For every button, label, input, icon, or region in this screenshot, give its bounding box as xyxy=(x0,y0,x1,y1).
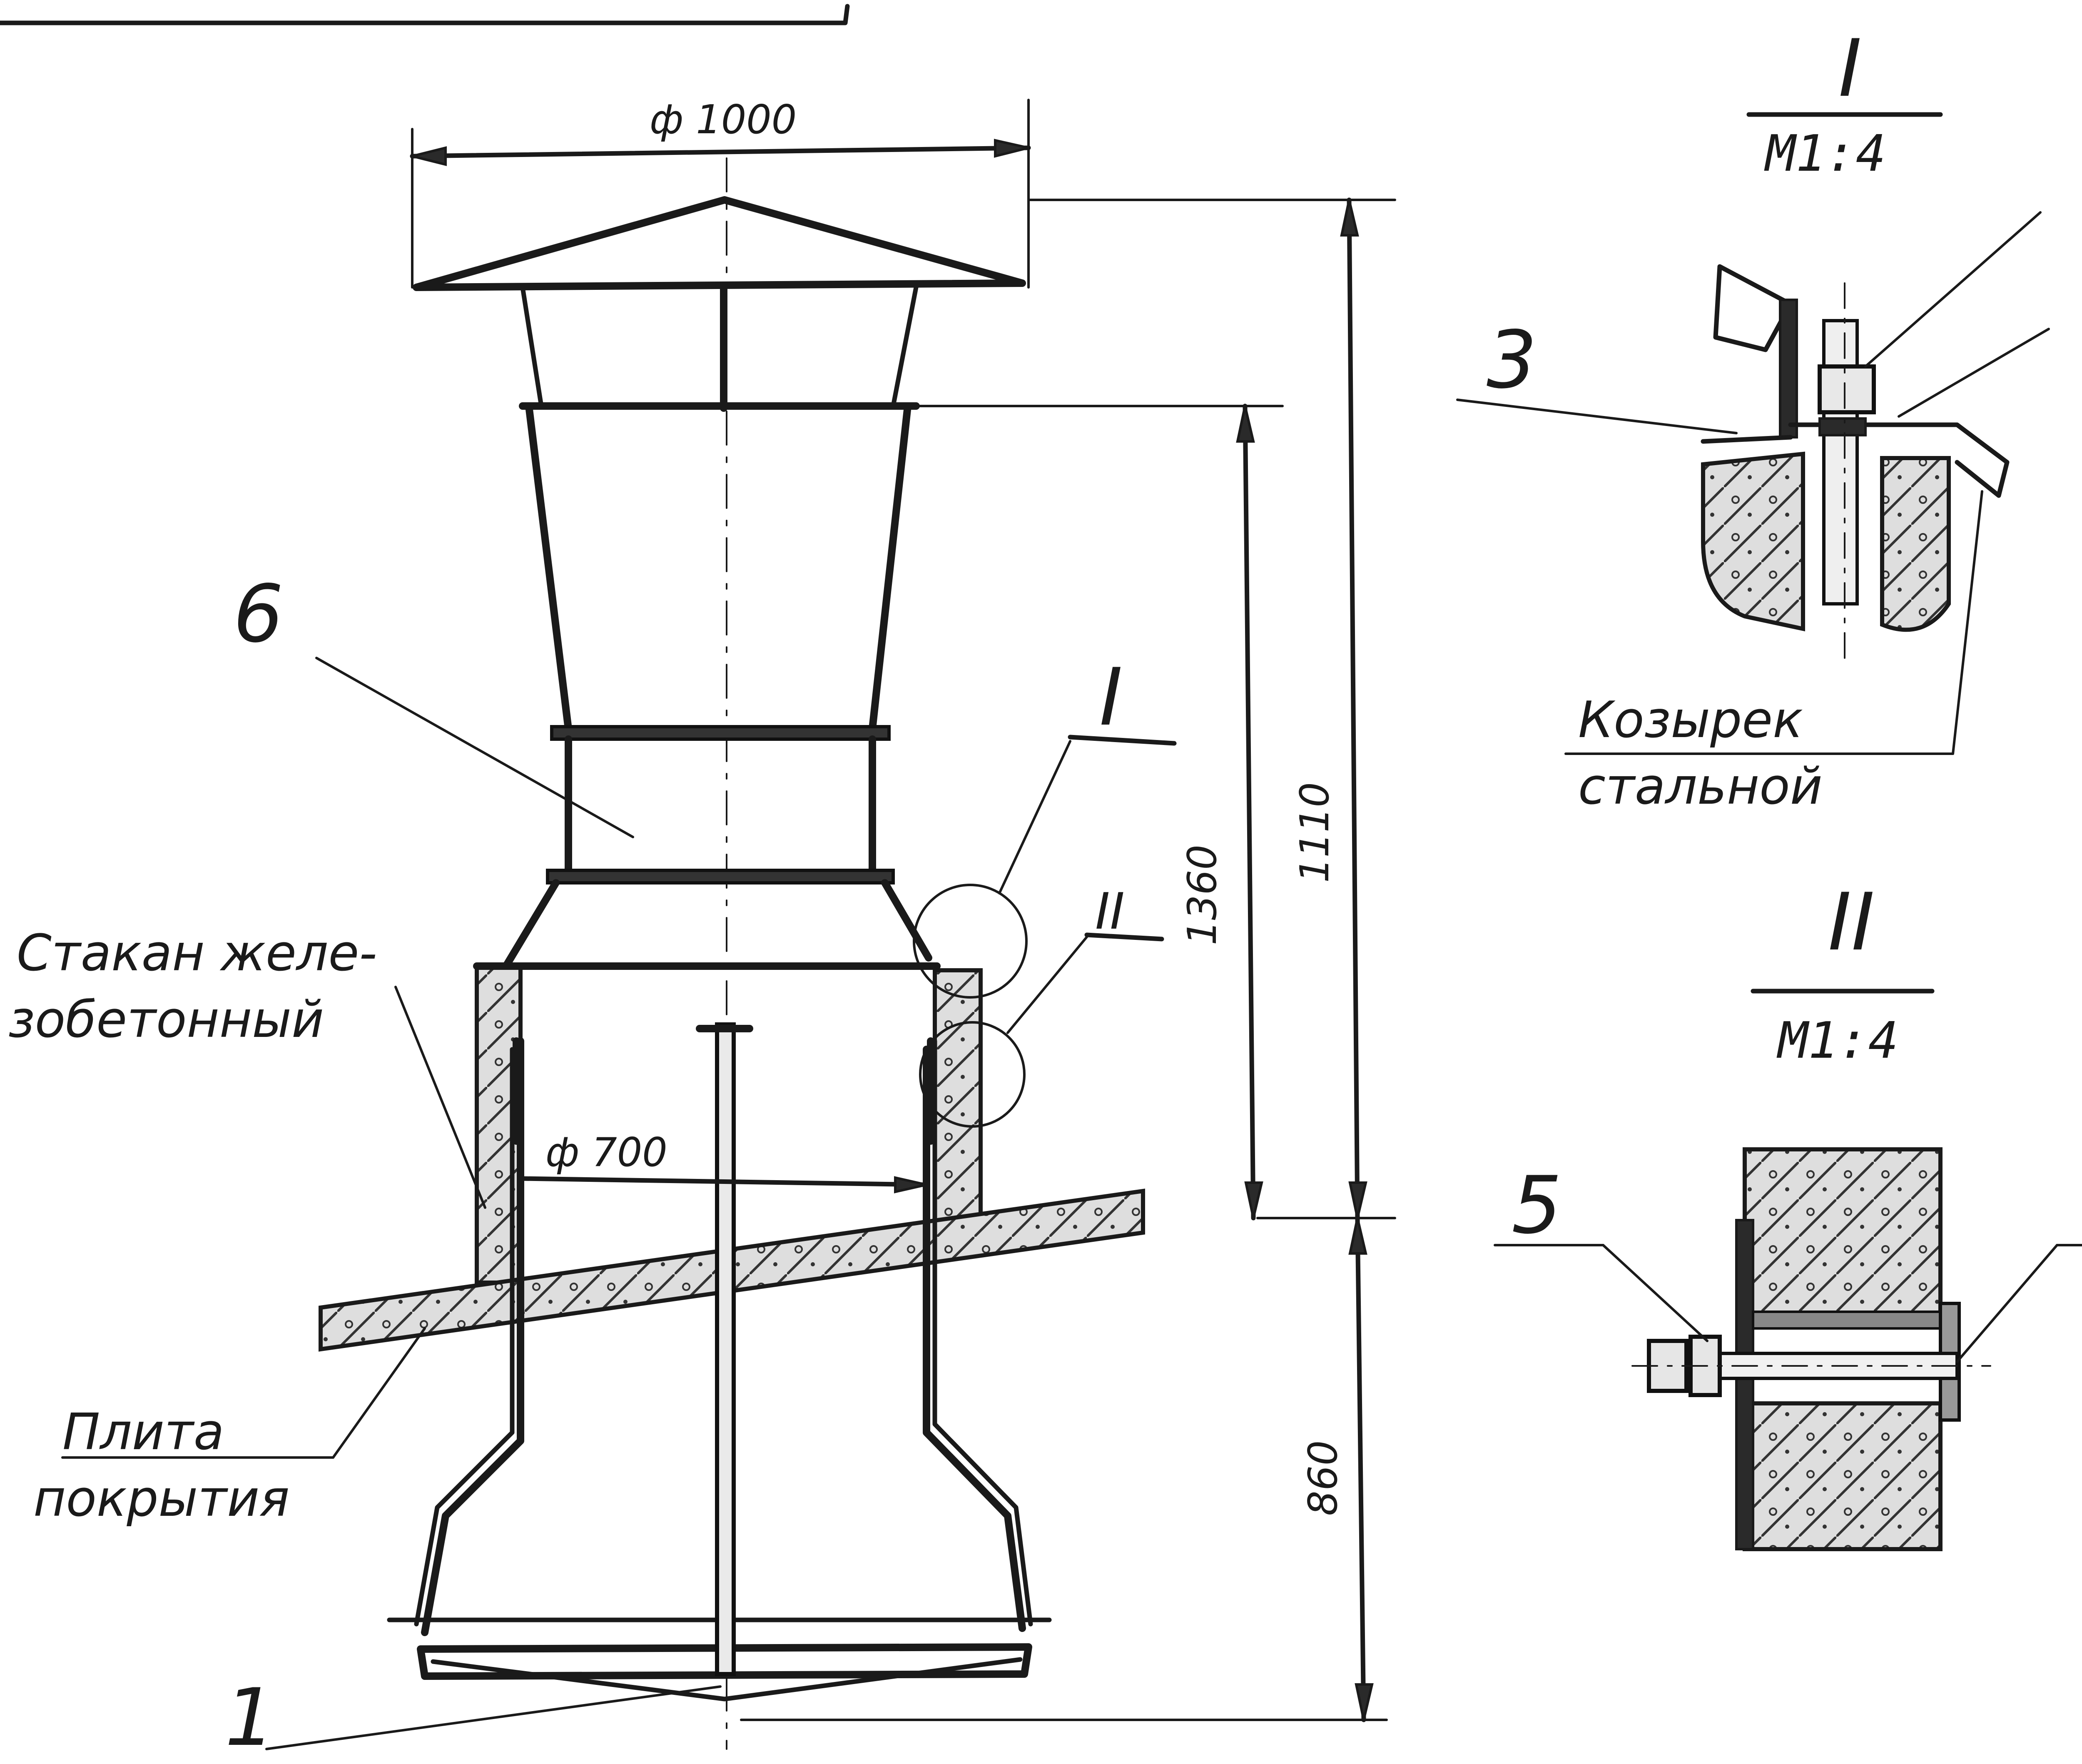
dim-total-height: 1110 xyxy=(1027,197,1396,1221)
leader-II-bar xyxy=(1084,932,1164,942)
label-slab: Плита покрытия xyxy=(33,1327,426,1528)
leader-1 xyxy=(265,1685,722,1750)
pipe-neck xyxy=(565,735,876,876)
detail-I-scale: М1:4 xyxy=(1764,125,1886,183)
shell-right xyxy=(923,1046,1026,1632)
transition-cone xyxy=(502,879,932,970)
main-view: ф 1000 ф 700 1360 1110 xyxy=(8,97,1396,1764)
callout-mark-I: I xyxy=(1099,651,1123,743)
dim-upper-height-text: 1360 xyxy=(1180,845,1225,945)
bottom-cone xyxy=(431,1657,1023,1702)
detail-II: II М1:4 5 2 xyxy=(1494,876,2082,1551)
cap xyxy=(413,196,1026,291)
flange-upper xyxy=(550,725,891,741)
detail-II-callout-5: 5 xyxy=(1512,1159,1562,1251)
callout-6: 6 xyxy=(233,568,284,660)
detail-circle-I xyxy=(913,884,1028,999)
leader-I xyxy=(998,740,1071,894)
shell-left xyxy=(421,1037,524,1636)
callout-mark-II: II xyxy=(1095,883,1125,941)
label-slab-line2: покрытия xyxy=(33,1470,289,1528)
label-visor-line2: стальной xyxy=(1578,758,1823,816)
label-slab-line1: Плита xyxy=(62,1403,224,1461)
bottom-plate xyxy=(417,1643,1032,1680)
detail-I-callout-3: 3 xyxy=(1487,314,1537,406)
dim-total-height-text: 1110 xyxy=(1292,782,1338,883)
callout-1: 1 xyxy=(225,1672,275,1764)
shell-left-inner xyxy=(414,1047,515,1627)
cap-leg-left xyxy=(520,285,544,409)
label-glass-line2: зобетонный xyxy=(8,991,324,1049)
detail-II-scale: М1:4 xyxy=(1776,1012,1898,1070)
diffuser xyxy=(525,402,911,733)
detail-circle-II xyxy=(919,1021,1026,1128)
dim-lower-height-text: 860 xyxy=(1300,1440,1346,1516)
leader-6 xyxy=(315,657,634,838)
detail-I-mark: I xyxy=(1838,22,1862,115)
label-glass: Стакан желе- зобетонный xyxy=(8,924,486,1209)
leader-II xyxy=(1006,936,1088,1034)
dim-inner-diameter: ф 700 xyxy=(518,1130,929,1193)
detail-II-mark: II xyxy=(1828,876,1875,968)
dim-top-diameter-text: ф 1000 xyxy=(650,97,797,143)
cap-leg-right xyxy=(891,285,919,409)
label-glass-line1: Стакан желе- xyxy=(17,924,377,982)
dim-inner-diameter-text: ф 700 xyxy=(545,1130,667,1176)
label-visor-line1: Козырек xyxy=(1578,691,1803,749)
dim-top-diameter: ф 1000 xyxy=(410,97,1031,289)
flange-lower xyxy=(546,869,895,884)
dim-upper-height: 1360 xyxy=(523,404,1284,1221)
glass-wall-right xyxy=(933,968,983,1222)
leader-I-bar xyxy=(1068,735,1177,746)
central-rod xyxy=(715,1022,736,1676)
detail-I: I М1:4 5 4 3 Козырек стальной xyxy=(1456,22,2050,816)
shell-right-inner xyxy=(932,1039,1033,1627)
frame-line xyxy=(0,4,850,25)
dim-lower-height: 860 xyxy=(740,1216,1388,1722)
